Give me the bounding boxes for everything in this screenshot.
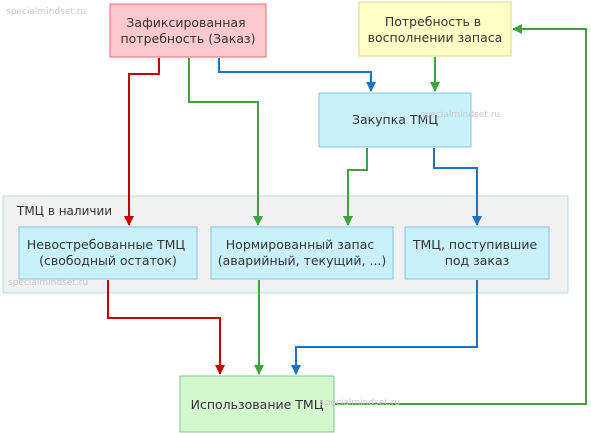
normal-stock-box [210, 226, 394, 280]
free-stock-box-line1: Невостребованные ТМЦ [27, 237, 186, 252]
in-stock-group-label: ТМЦ в наличии [16, 204, 112, 218]
ordered-stock-box [404, 226, 550, 280]
arrow-order-to-purchase [218, 58, 376, 92]
arrow-free-stock-to-usage [107, 280, 225, 375]
arrow-order-to-normal-stock [188, 58, 263, 226]
watermark-top: specialmindset.ru [6, 7, 86, 17]
usage-box [179, 375, 335, 433]
normal-stock-box-label: Нормированный запас (аварийный, текущий,… [218, 237, 387, 268]
normal-stock-box-line2: (аварийный, текущий, ...) [218, 253, 387, 268]
watermark-purchase: specialmindset.ru [420, 110, 500, 120]
free-stock-box [18, 226, 198, 280]
watermark-left: specialmindset.ru [8, 278, 88, 288]
arrow-order-to-free-stock [124, 58, 160, 226]
arrow-ordered-stock-to-usage [291, 280, 478, 375]
ordered-stock-box-line2: под заказ [445, 253, 510, 268]
normal-stock-box-line1: Нормированный запас [226, 237, 375, 252]
watermark-usage: specialmindset.ru [320, 398, 400, 408]
arrow-purchase-to-normal-stock [343, 148, 368, 226]
purchase-box-label: Закупка ТМЦ [352, 112, 438, 127]
replenish-need-box [358, 1, 512, 57]
arrow-usage-to-replenish [335, 24, 587, 405]
order-box-line1: Зафиксированная [126, 15, 245, 30]
replenish-need-box-line1: Потребность в [385, 14, 481, 29]
replenish-need-box-label: Потребность в восполнении запаса [368, 14, 503, 45]
order-box-label: Зафиксированная потребность (Заказ) [120, 15, 255, 46]
order-box-line2: потребность (Заказ) [120, 31, 255, 46]
purchase-box [318, 92, 472, 148]
order-box [109, 3, 267, 58]
arrow-purchase-to-ordered-stock [433, 148, 482, 226]
ordered-stock-box-line1: ТМЦ, поступившие [412, 237, 538, 252]
usage-box-label: Использование ТМЦ [191, 397, 324, 412]
free-stock-box-label: Невостребованные ТМЦ (свободный остаток) [27, 237, 189, 268]
ordered-stock-box-label: ТМЦ, поступившие под заказ [412, 237, 541, 268]
free-stock-box-line2: (свободный остаток) [39, 253, 177, 268]
replenish-need-box-line2: восполнении запаса [368, 30, 503, 45]
